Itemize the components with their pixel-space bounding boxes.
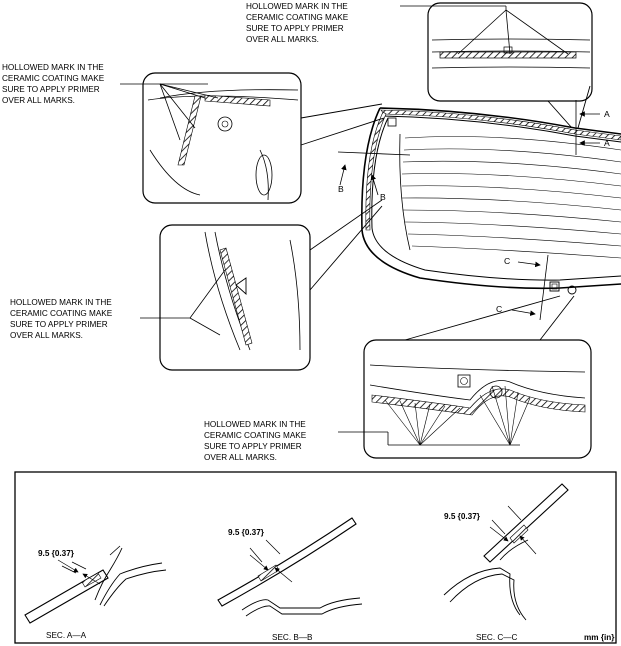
section-a-drawing [24,545,167,624]
section-a-dimension: 9.5 {0.37} [38,549,75,558]
section-markers [337,100,600,321]
marker-a-top: A [604,109,610,119]
detail-box-upper-left [120,72,385,204]
callout-top-line-3: SURE TO APPLY PRIMER [246,24,344,33]
callout-top-line-2: CERAMIC COATING MAKE [246,13,349,22]
callout-upper-left-line-4: OVER ALL MARKS. [2,96,75,105]
callout-bottom-line-1: HOLLOWED MARK IN THE [204,420,306,429]
marker-b-right: B [380,192,386,202]
section-a-title: SEC. A—A [46,631,87,640]
callout-top-line-1: HOLLOWED MARK IN THE [246,2,348,11]
sections-panel [14,471,617,644]
callout-bottom-line-3: SURE TO APPLY PRIMER [204,442,302,451]
callout-bottom-line-4: OVER ALL MARKS. [204,453,277,462]
callout-top-line-4: OVER ALL MARKS. [246,35,319,44]
section-b-title: SEC. B—B [272,633,313,642]
callout-mid-left-line-3: SURE TO APPLY PRIMER [10,320,108,329]
callout-mid-left: HOLLOWED MARK IN THE CERAMIC COATING MAK… [10,298,114,340]
section-c-drawing [443,483,569,621]
detail-box-mid-left [140,199,383,371]
detail-box-bottom [338,295,592,459]
section-b-dimension: 9.5 {0.37} [228,528,265,537]
rear-window-glass [361,107,621,295]
callout-upper-left-line-3: SURE TO APPLY PRIMER [2,85,100,94]
callout-mid-left-line-2: CERAMIC COATING MAKE [10,309,113,318]
callout-upper-left-line-2: CERAMIC COATING MAKE [2,74,105,83]
detail-box-top [400,2,593,129]
callout-top: HOLLOWED MARK IN THE CERAMIC COATING MAK… [246,2,350,44]
callout-mid-left-line-4: OVER ALL MARKS. [10,331,83,340]
marker-a-bottom: A [604,138,610,148]
callout-bottom-line-2: CERAMIC COATING MAKE [204,431,307,440]
section-c-dimension: 9.5 {0.37} [444,512,481,521]
unit-label: mm {in} [584,633,615,642]
callout-upper-left: HOLLOWED MARK IN THE CERAMIC COATING MAK… [2,63,106,105]
callout-upper-left-line-1: HOLLOWED MARK IN THE [2,63,104,72]
callout-mid-left-line-1: HOLLOWED MARK IN THE [10,298,112,307]
marker-c-bottom: C [496,304,502,314]
marker-c-top: C [504,256,510,266]
marker-b-left: B [338,184,344,194]
section-c-title: SEC. C—C [476,633,517,642]
callout-bottom: HOLLOWED MARK IN THE CERAMIC COATING MAK… [204,420,308,462]
section-b-drawing [217,517,363,617]
